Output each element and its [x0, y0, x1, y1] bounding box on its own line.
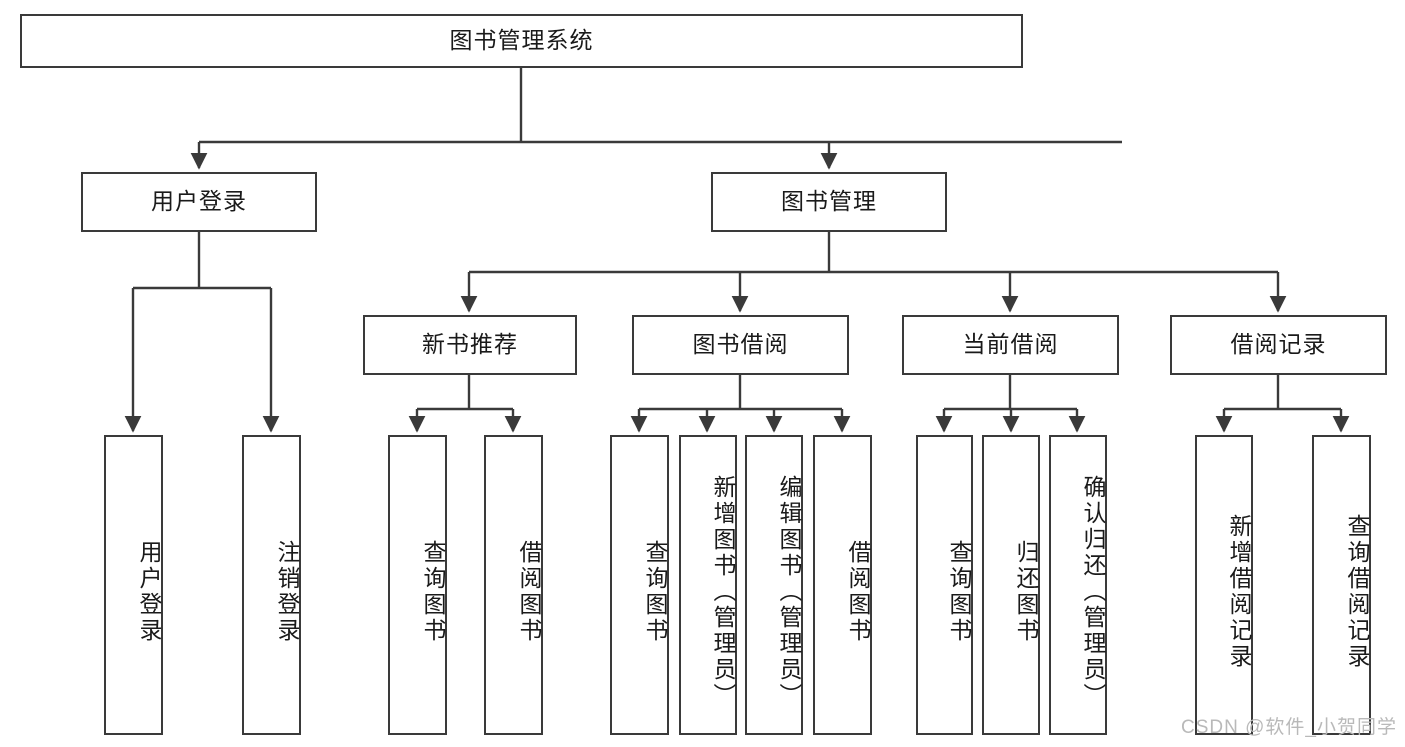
leaf-user-login-1-label: 用户登录 [136, 540, 162, 644]
node-root-label: 图书管理系统 [449, 27, 594, 54]
leaf-new-book-2[interactable]: 借阅图书 [484, 435, 543, 735]
leaf-borrow-record-1-label: 新增借阅记录 [1226, 514, 1252, 670]
leaf-current-borrow-2[interactable]: 归还图书 [982, 435, 1040, 735]
leaf-new-book-2-label: 借阅图书 [516, 540, 542, 644]
node-new-book[interactable]: 新书推荐 [363, 315, 577, 375]
leaf-new-book-1-label: 查询图书 [420, 540, 446, 644]
leaf-user-login-2[interactable]: 注销登录 [242, 435, 301, 735]
node-new-book-label: 新书推荐 [422, 331, 518, 358]
node-user-login-label: 用户登录 [151, 188, 247, 215]
leaf-book-borrow-2-label: 新增图书（管理员） [710, 475, 736, 709]
node-book-borrow[interactable]: 图书借阅 [632, 315, 849, 375]
leaf-current-borrow-2-label: 归还图书 [1013, 540, 1039, 644]
node-book-manage-label: 图书管理 [781, 188, 877, 215]
leaf-current-borrow-3-label: 确认归还（管理员） [1080, 475, 1106, 709]
leaf-book-borrow-4-label: 借阅图书 [845, 540, 871, 644]
leaf-book-borrow-1[interactable]: 查询图书 [610, 435, 669, 735]
node-book-manage[interactable]: 图书管理 [711, 172, 947, 232]
leaf-current-borrow-1-label: 查询图书 [946, 540, 972, 644]
node-current-borrow[interactable]: 当前借阅 [902, 315, 1119, 375]
leaf-book-borrow-1-label: 查询图书 [642, 540, 668, 644]
leaf-borrow-record-2-label: 查询借阅记录 [1344, 514, 1370, 670]
node-current-borrow-label: 当前借阅 [962, 331, 1059, 358]
leaf-book-borrow-2[interactable]: 新增图书（管理员） [679, 435, 737, 735]
csdn-watermark: CSDN @软件_小贺同学 [1181, 717, 1397, 738]
leaf-borrow-record-2[interactable]: 查询借阅记录 [1312, 435, 1371, 735]
leaf-user-login-1[interactable]: 用户登录 [104, 435, 163, 735]
node-root[interactable]: 图书管理系统 [20, 14, 1023, 68]
leaf-user-login-2-label: 注销登录 [274, 540, 300, 644]
leaf-borrow-record-1[interactable]: 新增借阅记录 [1195, 435, 1253, 735]
leaf-current-borrow-1[interactable]: 查询图书 [916, 435, 973, 735]
node-book-borrow-label: 图书借阅 [692, 331, 789, 358]
leaf-book-borrow-4[interactable]: 借阅图书 [813, 435, 872, 735]
node-borrow-record[interactable]: 借阅记录 [1170, 315, 1387, 375]
node-borrow-record-label: 借阅记录 [1230, 331, 1327, 358]
node-user-login[interactable]: 用户登录 [81, 172, 317, 232]
leaf-current-borrow-3[interactable]: 确认归还（管理员） [1049, 435, 1107, 735]
leaf-new-book-1[interactable]: 查询图书 [388, 435, 447, 735]
leaf-book-borrow-3[interactable]: 编辑图书（管理员） [745, 435, 803, 735]
leaf-book-borrow-3-label: 编辑图书（管理员） [776, 475, 802, 709]
